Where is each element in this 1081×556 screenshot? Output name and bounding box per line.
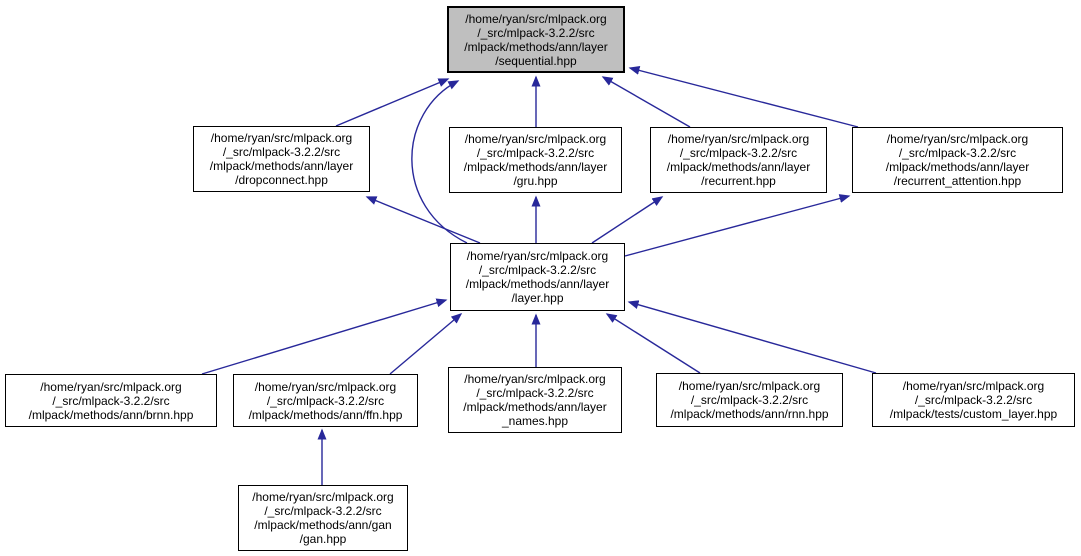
edge-rnn-to-layer [605,313,701,374]
graph-node-sequential-line-3: /mlpack/methods/ann/layer [464,39,608,54]
graph-node-custom_layer[interactable]: /home/ryan/src/mlpack.org/_src/mlpack-3.… [872,373,1075,427]
edge-brnn-to-layer [201,298,448,375]
graph-node-ffn[interactable]: /home/ryan/src/mlpack.org/_src/mlpack-3.… [233,374,418,427]
edge-dropconnect-to-sequential [335,78,450,127]
graph-node-layer-line-3: /mlpack/methods/ann/layer [465,277,610,291]
graph-node-gan-line-4: /gan.hpp [299,532,347,546]
graph-node-ffn-line-2: /_src/mlpack-3.2.2/src [266,393,385,408]
graph-node-sequential[interactable]: /home/ryan/src/mlpack.org/_src/mlpack-3.… [447,6,625,73]
graph-node-layer-line-4: /layer.hpp [511,291,564,305]
edge-layer-to-sequential [411,80,468,244]
graph-node-gan-line-2: /_src/mlpack-3.2.2/src [264,504,382,518]
edge-custom_layer-to-layer [627,300,877,374]
graph-node-recurrent_attention-line-4: /recurrent_attention.hpp [893,174,1022,188]
graph-node-recurrent-line-3: /mlpack/methods/ann/layer [666,160,811,174]
edge-ffn-to-layer [389,313,463,375]
graph-node-recurrent_attention-line-2: /_src/mlpack-3.2.2/src [898,146,1017,160]
graph-node-recurrent[interactable]: /home/ryan/src/mlpack.org/_src/mlpack-3.… [650,127,827,193]
graph-node-recurrent-line-1: /home/ryan/src/mlpack.org [667,132,810,146]
graph-node-dropconnect-line-2: /_src/mlpack-3.2.2/src [222,145,341,159]
graph-node-rnn-line-3: /mlpack/methods/ann/rnn.hpp [670,407,829,421]
graph-node-gru[interactable]: /home/ryan/src/mlpack.org/_src/mlpack-3.… [449,127,622,193]
graph-node-brnn[interactable]: /home/ryan/src/mlpack.org/_src/mlpack-3.… [5,374,217,427]
graph-node-sequential-line-1: /home/ryan/src/mlpack.org [465,11,607,26]
edge-layer-to-recurrent_attention [624,194,851,257]
graph-node-layer_names-line-1: /home/ryan/src/mlpack.org [464,372,606,386]
graph-node-gan-line-1: /home/ryan/src/mlpack.org [252,490,394,504]
graph-node-rnn-line-2: /_src/mlpack-3.2.2/src [690,393,809,407]
graph-node-rnn-line-1: /home/ryan/src/mlpack.org [678,379,821,393]
graph-node-recurrent_attention-line-1: /home/ryan/src/mlpack.org [886,132,1029,146]
graph-node-sequential-line-4: /sequential.hpp [495,53,577,68]
graph-node-layer-line-2: /_src/mlpack-3.2.2/src [478,263,597,277]
graph-node-ffn-line-3: /mlpack/methods/ann/ffn.hpp [248,407,403,422]
edge-layer-to-dropconnect [365,196,481,244]
edge-layer-to-recurrent [591,196,664,244]
graph-node-sequential-line-2: /_src/mlpack-3.2.2/src [477,25,595,40]
graph-node-gru-line-2: /_src/mlpack-3.2.2/src [476,146,595,160]
graph-node-gan-line-3: /mlpack/methods/ann/gan [254,518,392,532]
graph-node-layer_names[interactable]: /home/ryan/src/mlpack.org/_src/mlpack-3.… [448,367,622,433]
graph-node-brnn-line-1: /home/ryan/src/mlpack.org [40,379,182,394]
graph-node-recurrent_attention-line-3: /mlpack/methods/ann/layer [885,160,1030,174]
graph-node-gru-line-1: /home/ryan/src/mlpack.org [464,132,607,146]
graph-node-layer_names-line-4: _names.hpp [501,414,569,428]
graph-node-ffn-line-1: /home/ryan/src/mlpack.org [254,379,397,394]
graph-node-recurrent-line-4: /recurrent.hpp [701,174,776,188]
graph-node-recurrent-line-2: /_src/mlpack-3.2.2/src [679,146,798,160]
graph-node-layer_names-line-3: /mlpack/methods/ann/layer [463,400,607,414]
graph-node-layer_names-line-2: /_src/mlpack-3.2.2/src [476,386,594,400]
graph-node-gru-line-3: /mlpack/methods/ann/layer [463,160,608,174]
graph-node-custom_layer-line-1: /home/ryan/src/mlpack.org [902,379,1045,393]
graph-node-layer[interactable]: /home/ryan/src/mlpack.org/_src/mlpack-3.… [450,243,625,311]
graph-node-gru-line-4: /gru.hpp [513,174,558,188]
graph-node-dropconnect-line-3: /mlpack/methods/ann/layer [209,159,354,173]
graph-node-custom_layer-line-3: /mlpack/tests/custom_layer.hpp [889,407,1058,421]
graph-node-custom_layer-line-2: /_src/mlpack-3.2.2/src [914,393,1033,407]
graph-node-brnn-line-2: /_src/mlpack-3.2.2/src [52,393,170,408]
edge-recurrent_attention-to-sequential [628,66,859,128]
graph-node-rnn[interactable]: /home/ryan/src/mlpack.org/_src/mlpack-3.… [656,373,843,427]
graph-node-brnn-line-3: /mlpack/methods/ann/brnn.hpp [28,407,194,422]
graph-node-dropconnect-line-1: /home/ryan/src/mlpack.org [210,131,353,145]
graph-node-gan[interactable]: /home/ryan/src/mlpack.org/_src/mlpack-3.… [238,485,408,551]
graph-node-dropconnect[interactable]: /home/ryan/src/mlpack.org/_src/mlpack-3.… [193,126,370,192]
graph-node-layer-line-1: /home/ryan/src/mlpack.org [466,249,609,263]
graph-node-dropconnect-line-4: /dropconnect.hpp [235,173,328,187]
graph-node-recurrent_attention[interactable]: /home/ryan/src/mlpack.org/_src/mlpack-3.… [852,127,1063,193]
edge-recurrent-to-sequential [601,76,691,128]
